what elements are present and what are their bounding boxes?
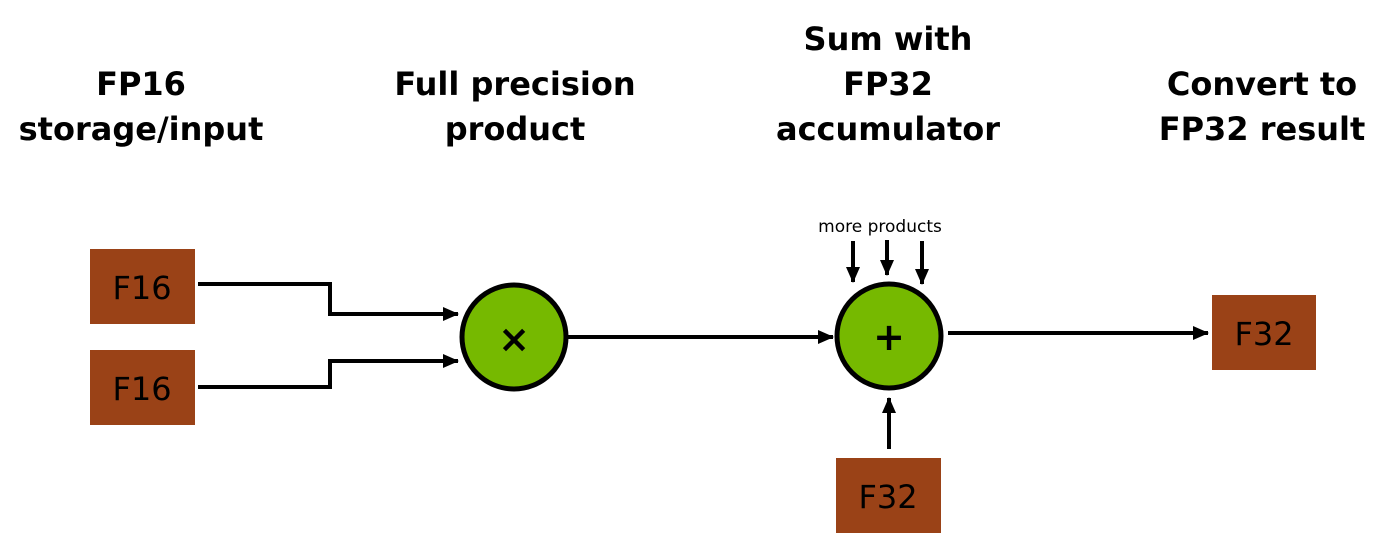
- wire-input-a-to-multiply: [198, 282, 459, 321]
- more-products-label: more products: [818, 217, 942, 237]
- add-operator: +: [834, 281, 944, 391]
- multiply-operator: ×: [459, 282, 569, 392]
- accumulator-register: F32: [836, 458, 941, 533]
- multiply-icon: ×: [498, 317, 530, 361]
- input-b-label: F16: [112, 370, 171, 408]
- input-a-register: F16: [90, 249, 195, 324]
- plus-icon: +: [873, 315, 905, 359]
- header-sum-line3: accumulator: [776, 110, 1000, 148]
- header-sum-line2: FP32: [843, 65, 933, 103]
- header-input-line1: FP16: [96, 65, 186, 103]
- result-label: F32: [1234, 315, 1293, 353]
- header-convert-line1: Convert to: [1167, 65, 1357, 103]
- header-product-line2: product: [445, 110, 586, 148]
- input-a-label: F16: [112, 269, 171, 307]
- header-convert-line2: FP32 result: [1159, 110, 1366, 148]
- header-product-line1: Full precision: [394, 65, 635, 103]
- wire-input-b-to-multiply: [198, 354, 459, 389]
- header-input-line2: storage/input: [19, 110, 264, 148]
- accumulator-label: F32: [858, 478, 917, 516]
- input-b-register: F16: [90, 350, 195, 425]
- header-sum-line1: Sum with: [804, 20, 973, 58]
- result-register: F32: [1212, 295, 1316, 370]
